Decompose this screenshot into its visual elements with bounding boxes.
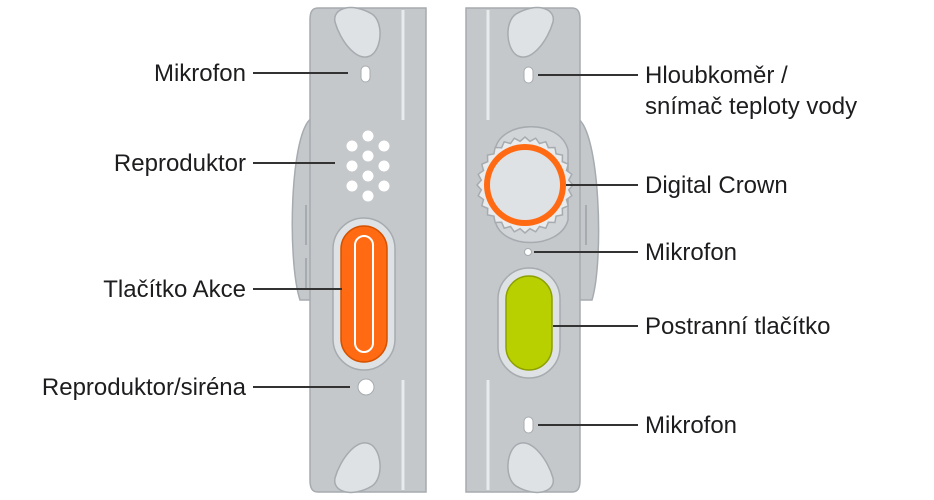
label-depth-gauge: Hloubkoměr / snímač teploty vody	[645, 60, 857, 122]
label-digital-crown: Digital Crown	[645, 172, 788, 199]
label-speaker-siren: Reproduktor/siréna	[41, 374, 246, 401]
action-button	[332, 217, 396, 371]
label-depth-gauge-line2: snímač teploty vody	[645, 93, 858, 120]
digital-crown	[476, 136, 574, 234]
label-left-microphone: Mikrofon	[153, 60, 246, 87]
label-speaker: Reproduktor	[113, 150, 246, 177]
label-action-button: Tlačítko Akce	[103, 276, 246, 303]
leader-lines	[253, 72, 638, 426]
speaker-siren-hole	[357, 378, 375, 396]
left-microphone-hole	[360, 65, 371, 83]
right-microphone-bottom-hole	[523, 416, 534, 434]
side-button	[497, 267, 561, 379]
label-right-microphone-bottom: Mikrofon	[645, 412, 738, 439]
label-side-button: Postranní tlačítko	[645, 313, 831, 340]
right-microphone-top-hole	[524, 248, 532, 256]
speaker-grille	[346, 130, 390, 202]
label-right-microphone-top: Mikrofon	[645, 239, 738, 266]
label-depth-gauge-line1: Hloubkoměr /	[645, 62, 788, 89]
depth-gauge-hole	[523, 66, 534, 84]
